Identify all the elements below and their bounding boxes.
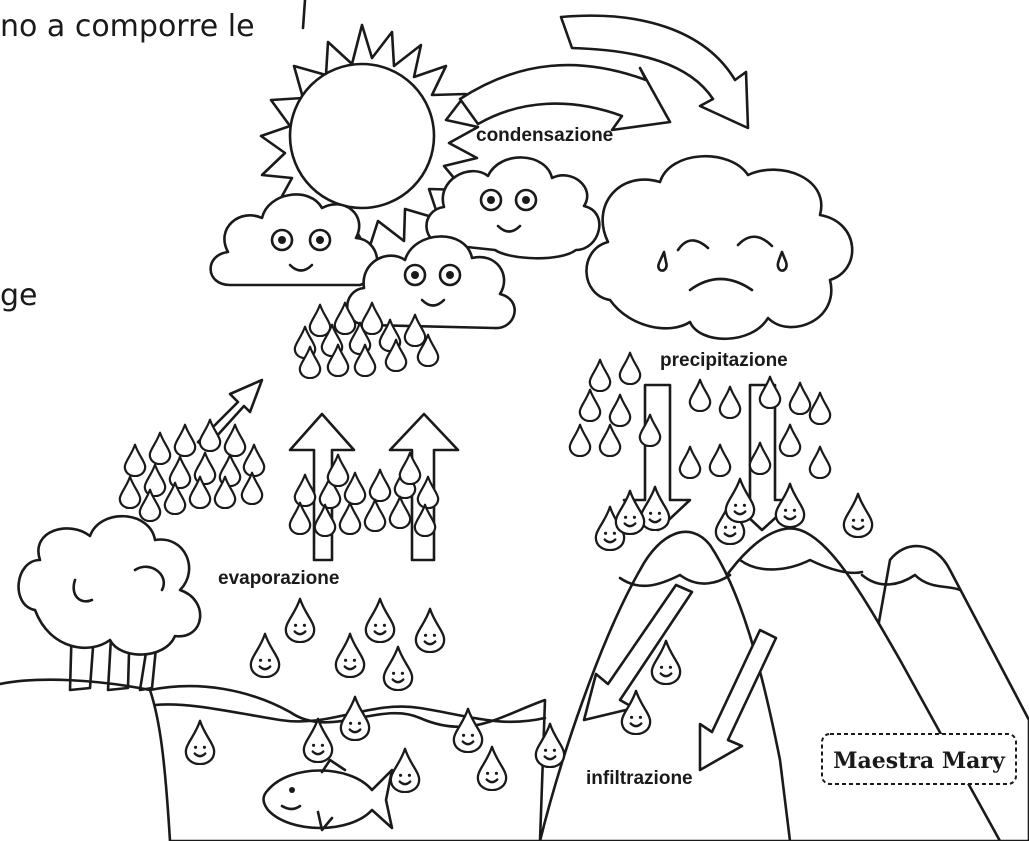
signature-badge: Maestra Mary — [822, 734, 1016, 784]
water-drop-icon — [760, 377, 780, 408]
water-drop-icon — [310, 305, 330, 336]
water-drop-icon — [610, 395, 630, 426]
smiling-drop-icon — [341, 697, 369, 740]
signature-text: Maestra Mary — [833, 748, 1006, 774]
evaporation-label: evaporazione — [218, 568, 339, 589]
water-drop-icon — [720, 387, 740, 418]
water-drop-icon — [680, 447, 700, 478]
smiling-drop-icon — [616, 491, 644, 534]
smiling-drop-icon — [844, 494, 872, 537]
water-drop-icon — [600, 425, 620, 456]
smiling-drop-icon — [366, 599, 394, 642]
condensation-arrow-1 — [460, 65, 670, 130]
precipitation-label: precipitazione — [660, 350, 788, 371]
water-drop-icon — [570, 425, 590, 456]
smiling-drop-icon — [286, 599, 314, 642]
water-drop-icon — [125, 445, 145, 476]
water-drop-icon — [340, 503, 360, 534]
water-drop-icon — [365, 500, 385, 531]
water-drop-icon — [120, 477, 140, 508]
water-drop-icon — [710, 445, 730, 476]
water-drop-icon — [244, 445, 264, 476]
water-drop-icon — [620, 353, 640, 384]
water-drop-icon — [370, 470, 390, 501]
smiling-drop-icon — [776, 484, 804, 527]
water-drop-icon — [690, 380, 710, 411]
water-drop-icon — [390, 497, 410, 528]
smiling-drop-icon — [251, 634, 279, 677]
water-drop-icon — [790, 383, 810, 414]
water-drop-icon — [175, 425, 195, 456]
water-drop-icon — [780, 425, 800, 456]
top-text: no a comporre le — [0, 9, 255, 44]
water-drop-icon — [590, 360, 610, 391]
water-drop-icon — [295, 475, 315, 506]
smiling-drop-icon — [384, 647, 412, 690]
water-drop-icon — [225, 425, 245, 456]
water-drop-icon — [145, 465, 165, 496]
smiling-drop-icon — [416, 609, 444, 652]
smiling-drop-icon — [336, 634, 364, 677]
water-drop-icon — [810, 393, 830, 424]
infiltration-label: infiltrazione — [586, 768, 693, 789]
water-drop-icon — [170, 457, 190, 488]
side-text: ge — [0, 278, 38, 313]
water-drop-icon — [290, 503, 310, 534]
water-drop-icon — [150, 433, 170, 464]
water-drop-icon — [242, 473, 262, 504]
crying-cloud-icon — [586, 156, 852, 339]
condensation-label: condensazione — [476, 125, 613, 146]
tree-icon — [19, 516, 201, 690]
water-drop-icon — [810, 447, 830, 478]
water-drop-icon — [580, 390, 600, 421]
